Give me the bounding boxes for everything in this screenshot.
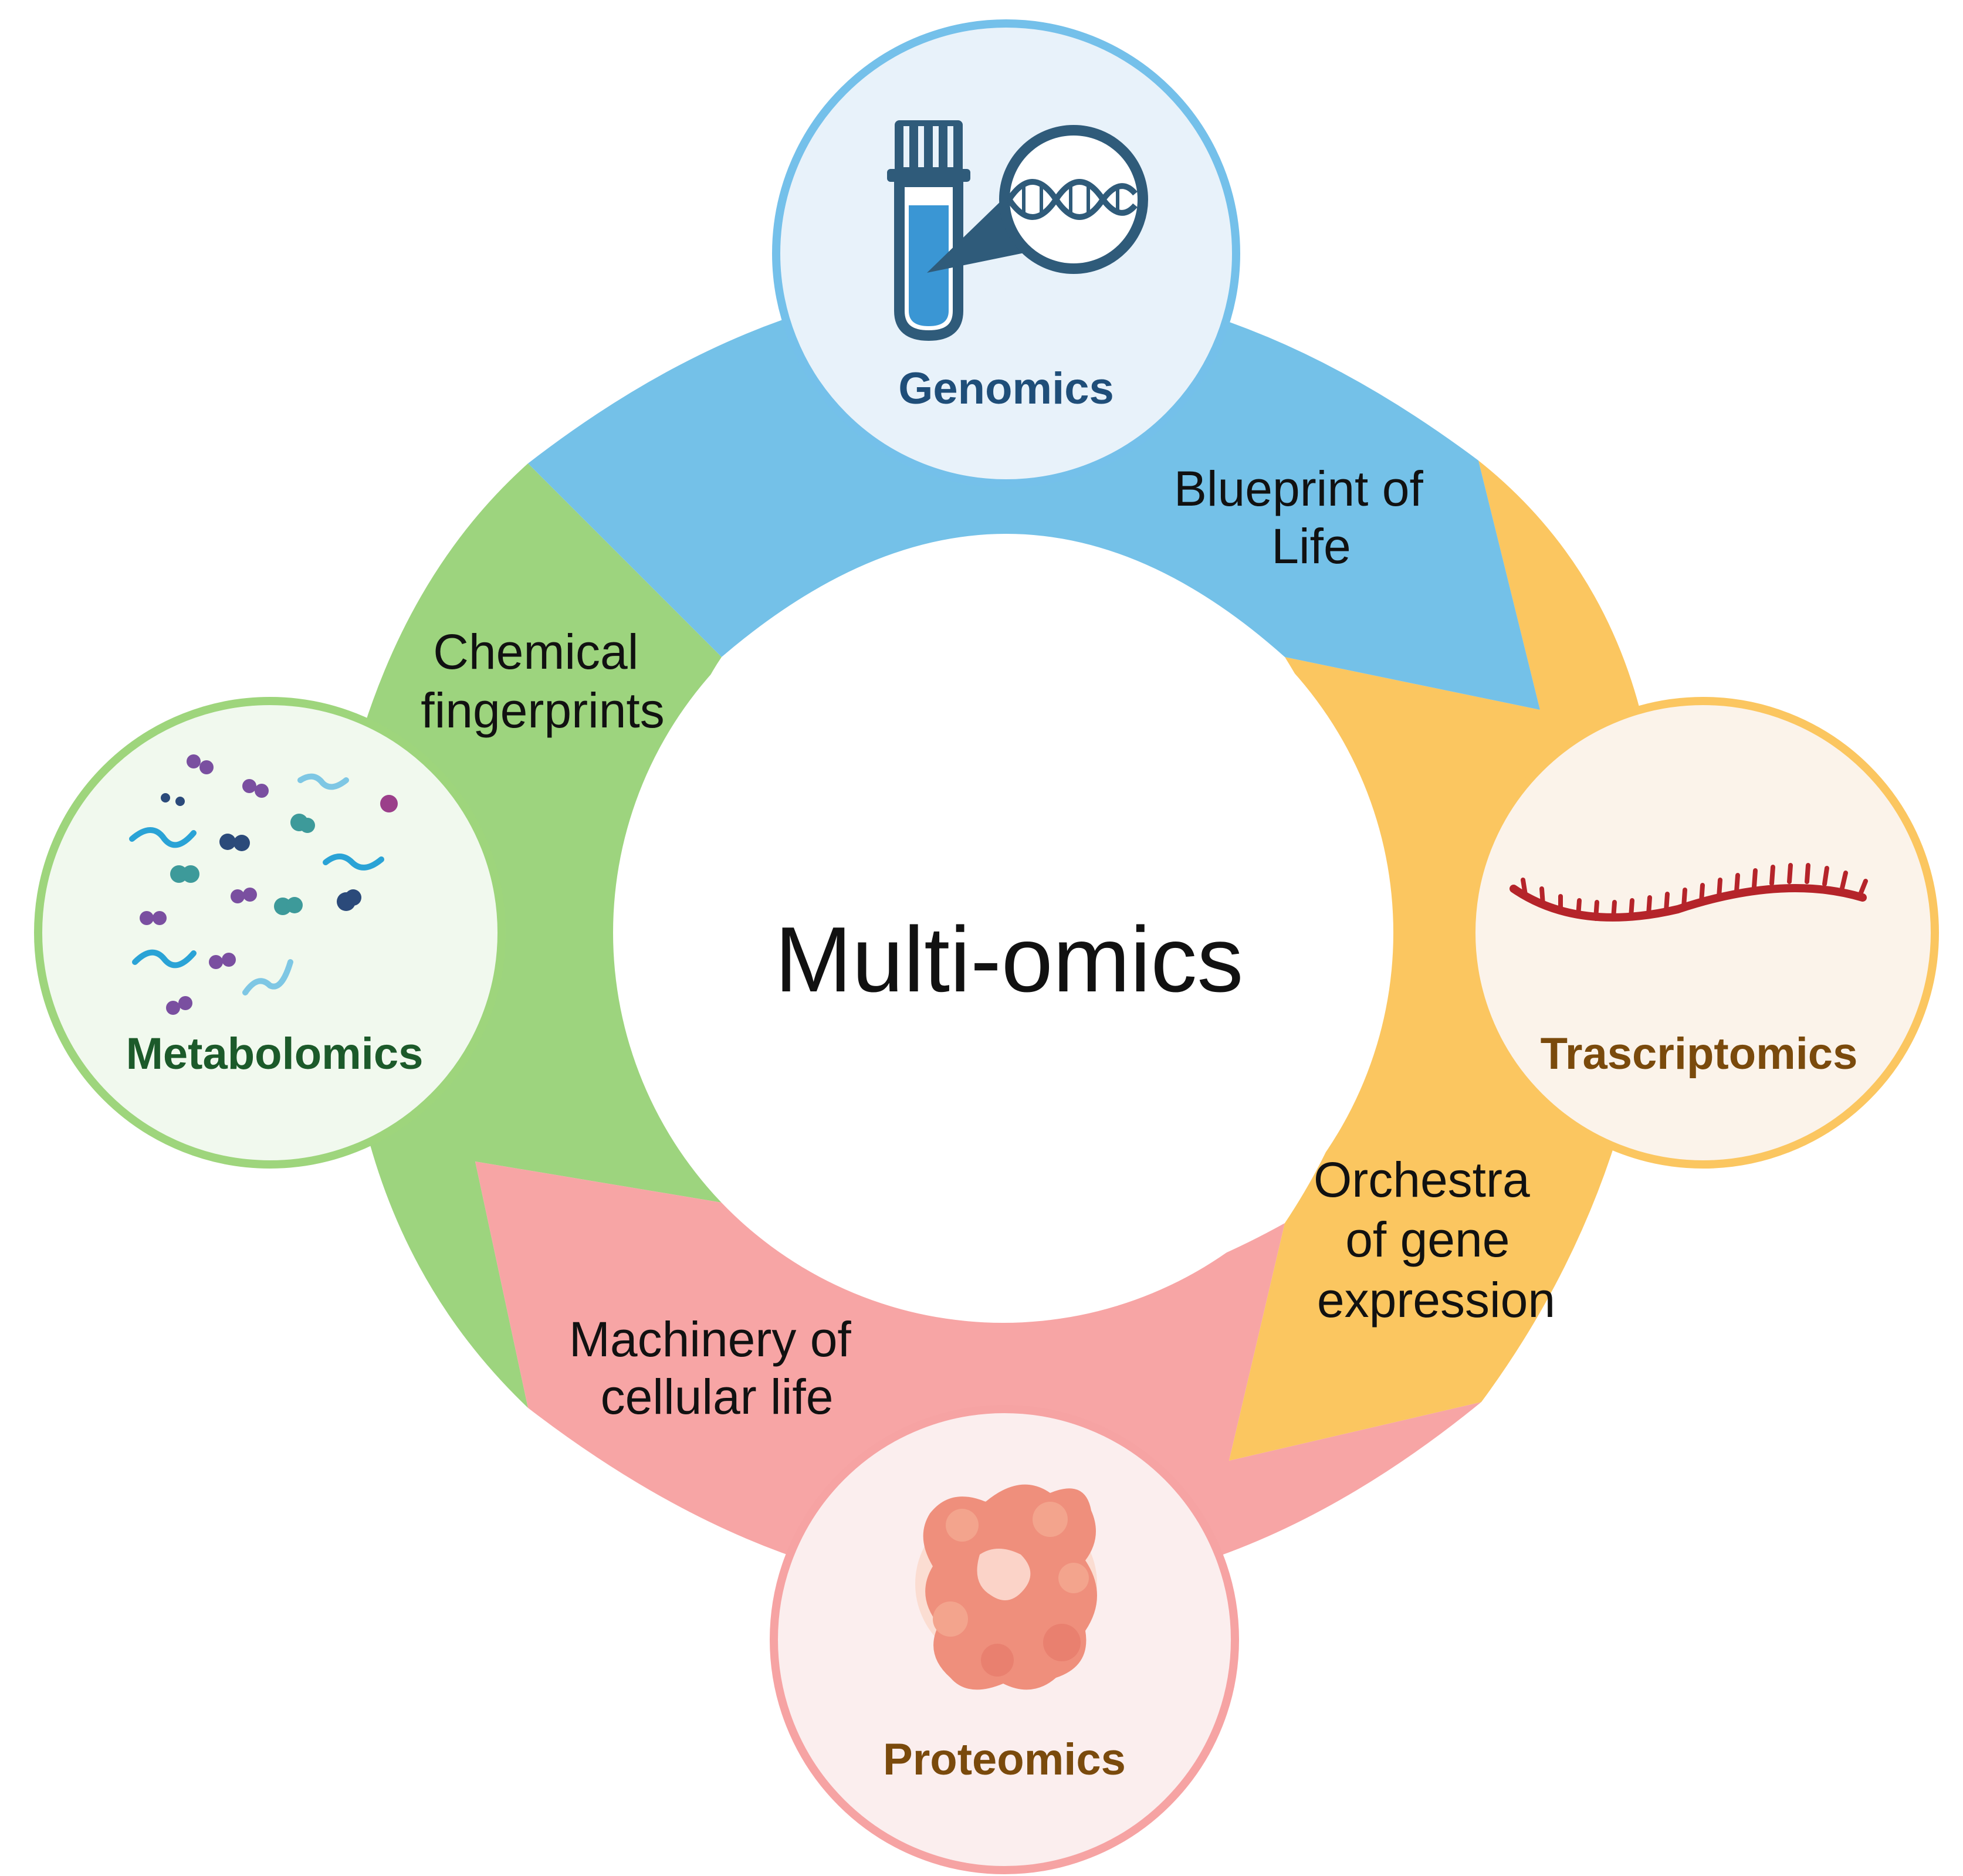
node-proteomics-title: Proteomics	[883, 1735, 1126, 1784]
node-metabolomics: Metabolomics	[34, 697, 506, 1169]
center-title: Multi-omics	[775, 908, 1244, 1011]
test-tube-dna-icon	[887, 120, 1148, 341]
caption-proteomics: Machinery of cellular life	[569, 1312, 865, 1424]
caption-metabolomics-line-2: fingerprints	[421, 683, 665, 738]
caption-transcriptomics-line-3: expression	[1317, 1272, 1555, 1328]
caption-proteomics-line-1: Machinery of	[569, 1312, 852, 1367]
caption-metabolomics: Chemical fingerprints	[421, 624, 665, 738]
caption-genomics: Blueprint of Life	[1174, 461, 1437, 574]
caption-genomics-line-1: Blueprint of	[1174, 461, 1424, 516]
segment-proteomics	[475, 1162, 1481, 1594]
node-transcriptomics: Trascriptomics	[1467, 697, 1939, 1169]
node-proteomics: Proteomics	[770, 1405, 1239, 1874]
caption-transcriptomics: Orchestra of gene expression	[1314, 1152, 1555, 1328]
caption-proteomics-line-2: cellular life	[601, 1369, 834, 1424]
segment-genomics	[528, 280, 1540, 710]
protein-structure-icon	[915, 1484, 1097, 1690]
center-circle	[613, 543, 1393, 1323]
ring	[343, 280, 1659, 1594]
caption-transcriptomics-line-1: Orchestra	[1314, 1152, 1530, 1207]
node-transcriptomics-title: Trascriptomics	[1541, 1029, 1858, 1079]
node-transcriptomics-circle	[1467, 697, 1939, 1169]
segment-transcriptomics	[1229, 460, 1659, 1461]
node-genomics: Genomics	[772, 19, 1240, 487]
caption-transcriptomics-line-2: of gene	[1345, 1212, 1510, 1267]
node-genomics-title: Genomics	[898, 364, 1114, 414]
segment-metabolomics	[343, 463, 722, 1408]
caption-genomics-line-2: Life	[1271, 519, 1351, 574]
node-metabolomics-title: Metabolomics	[126, 1029, 424, 1079]
rna-strand-icon	[1510, 863, 1868, 922]
metabolites-icon	[129, 754, 398, 1015]
caption-metabolomics-line-1: Chemical	[433, 624, 638, 679]
node-metabolomics-circle	[34, 697, 506, 1169]
